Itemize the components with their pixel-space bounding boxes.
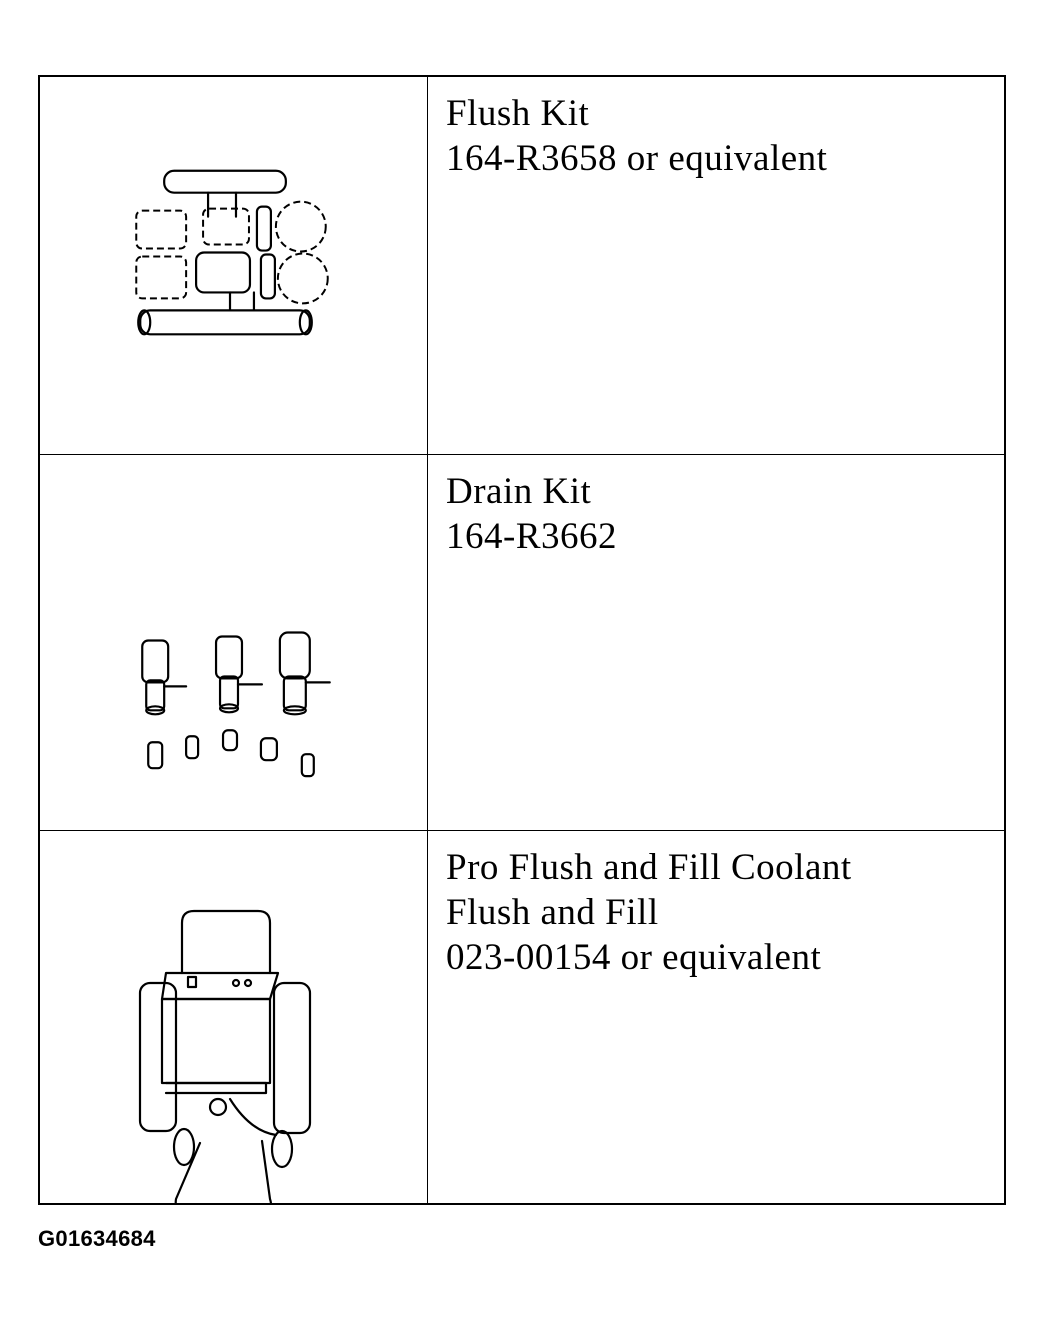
tool-description: Pro Flush and Fill Coolant Flush and Fil… (446, 845, 984, 980)
tool-description: Drain Kit 164-R3662 (446, 469, 984, 559)
tool-name: Flush Kit (446, 93, 590, 134)
table-row: Flush Kit 164-R3658 or equivalent (40, 77, 1004, 455)
tool-part-number: 164-R3658 or equivalent (446, 138, 828, 179)
tool-part-number: 023-00154 or equivalent (446, 937, 822, 978)
illustration-cell (40, 831, 428, 1203)
flush-fill-machine-icon (138, 909, 312, 1203)
figure-id: G01634684 (38, 1226, 156, 1251)
illustration-cell (40, 77, 428, 454)
illustration-cell (40, 455, 428, 830)
flush-kit-icon (135, 169, 329, 336)
tool-part-number: 164-R3662 (446, 516, 617, 557)
tool-description: Flush Kit 164-R3658 or equivalent (446, 91, 984, 181)
tool-table: Flush Kit 164-R3658 or equivalent (38, 75, 1006, 1205)
tool-name: Pro Flush and Fill Coolant (446, 847, 852, 888)
table-row: Drain Kit 164-R3662 (40, 455, 1004, 831)
table-row: Pro Flush and Fill Coolant Flush and Fil… (40, 831, 1004, 1203)
tool-subtitle: Flush and Fill (446, 892, 659, 933)
drain-kit-icon (141, 631, 331, 778)
tool-name: Drain Kit (446, 471, 592, 512)
